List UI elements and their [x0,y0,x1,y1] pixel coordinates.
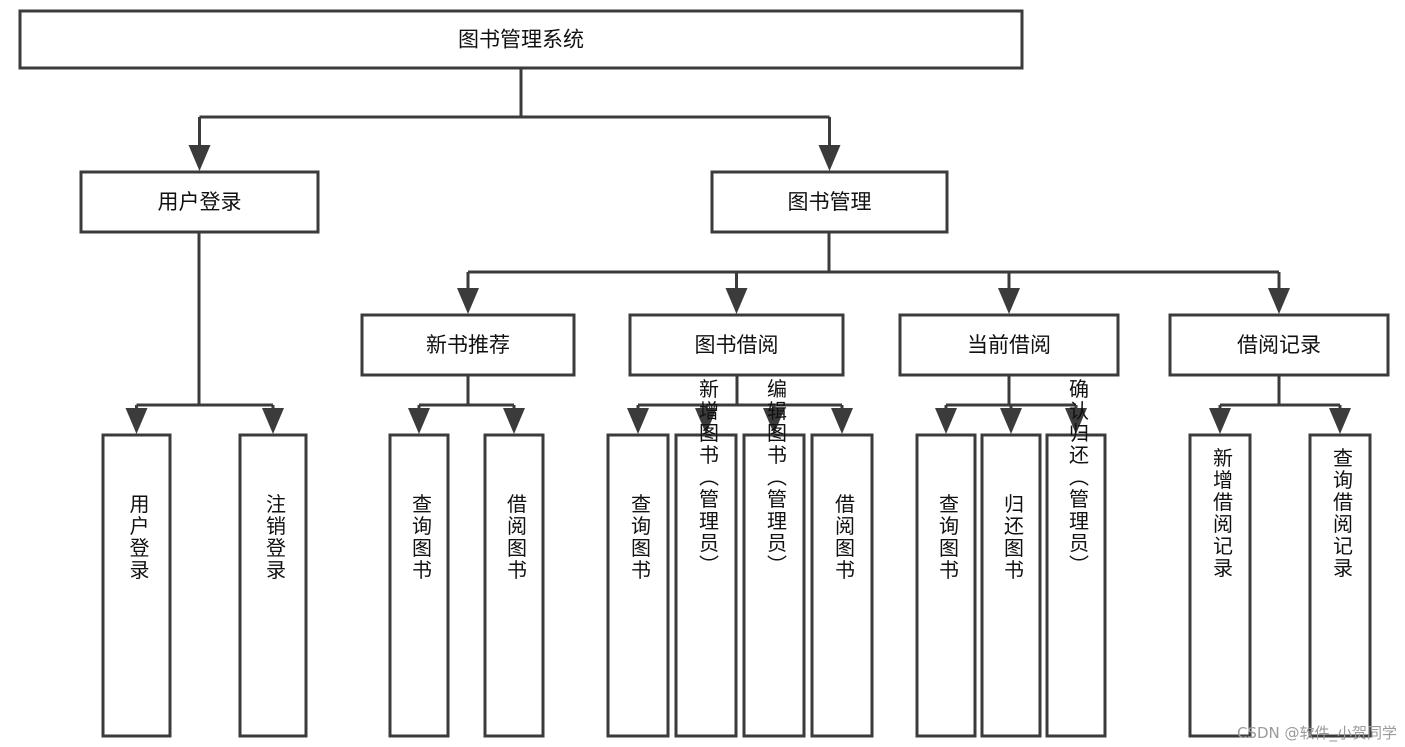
node-label: 新增借阅记录 [1210,447,1234,579]
connector-group [188,68,841,171]
node-label: 借阅图书 [832,493,856,581]
node-label: 图书管理 [788,190,872,214]
node-leaf-user-login[interactable]: 用户登录 [101,433,172,738]
node-box[interactable] [628,313,845,377]
node-box[interactable] [360,313,576,377]
node-box[interactable] [898,313,1120,377]
node-root[interactable]: 图书管理系统 [18,9,1024,70]
node-label: 注销登录 [263,493,287,581]
node-box[interactable] [1308,433,1372,738]
node-label: 查询图书 [936,493,960,581]
arrow-head-icon [1329,408,1351,434]
node-leaf-rec-add[interactable]: 新增借阅记录 [1188,433,1252,738]
node-leaf-cu-return[interactable]: 归还图书 [980,433,1042,738]
arrow-head-icon [262,408,284,434]
node-box[interactable] [710,170,949,234]
arrow-head-icon [408,408,430,434]
connector-group [1209,375,1351,434]
arrow-head-icon [818,145,841,171]
node-leaf-new-query[interactable]: 查询图书 [388,433,450,738]
connector-group [935,375,1087,434]
connector-group [627,375,853,434]
arrow-head-icon [188,145,211,171]
node-box[interactable] [1188,433,1252,738]
node-box[interactable] [238,433,308,738]
node-box[interactable] [388,433,450,738]
node-box[interactable] [1045,433,1107,738]
connector-group [457,232,1290,314]
node-box[interactable] [742,433,806,738]
node-label: 归还图书 [1001,493,1025,581]
node-label: 新书推荐 [426,333,510,357]
node-leaf-bo-edit[interactable]: 编辑图书（管理员） [742,378,806,738]
node-box[interactable] [18,9,1024,70]
node-leaf-bo-add[interactable]: 新增图书（管理员） [674,378,738,738]
node-current[interactable]: 当前借阅 [898,313,1120,377]
arrow-head-icon [1065,408,1087,434]
node-box[interactable] [1168,313,1390,377]
node-box[interactable] [674,433,738,738]
arrow-head-icon [1209,408,1231,434]
arrow-head-icon [998,288,1020,314]
arrow-head-icon [503,408,525,434]
node-leaf-cu-confirm[interactable]: 确认归还（管理员） [1045,378,1107,738]
arrow-head-icon [725,288,748,314]
node-label: 查询图书 [409,493,433,581]
arrow-head-icon [763,408,785,434]
node-label: 当前借阅 [967,333,1051,357]
node-leaf-bo-query[interactable]: 查询图书 [606,433,670,738]
node-label: 编辑图书（管理员） [764,378,788,576]
node-box[interactable] [101,433,172,738]
node-label: 借阅图书 [504,493,528,581]
node-label: 借阅记录 [1237,333,1321,357]
connector-layer [125,68,1351,434]
node-leaf-cu-query[interactable]: 查询图书 [915,433,977,738]
node-layer: 图书管理系统用户登录图书管理新书推荐图书借阅当前借阅借阅记录用户登录注销登录查询… [18,9,1390,738]
node-newbook[interactable]: 新书推荐 [360,313,576,377]
node-label: 用户登录 [126,494,150,582]
connector-group [408,375,525,434]
node-login[interactable]: 用户登录 [79,170,320,234]
node-box[interactable] [606,433,670,738]
node-box[interactable] [810,433,874,738]
node-label: 确认归还（管理员） [1066,378,1090,576]
node-borrow[interactable]: 图书借阅 [628,313,845,377]
node-bookmgmt[interactable]: 图书管理 [710,170,949,234]
connector-group [125,232,284,434]
node-box[interactable] [980,433,1042,738]
node-records[interactable]: 借阅记录 [1168,313,1390,377]
node-label: 图书借阅 [695,333,779,357]
node-leaf-rec-query[interactable]: 查询借阅记录 [1308,433,1372,738]
arrow-head-icon [1268,288,1290,314]
node-leaf-bo-borrow[interactable]: 借阅图书 [810,433,874,738]
node-box[interactable] [79,170,320,234]
node-label: 图书管理系统 [458,28,584,52]
node-label: 查询图书 [628,493,652,581]
arrow-head-icon [935,408,957,434]
arrow-head-icon [1000,408,1022,434]
node-box[interactable] [483,433,545,738]
node-label: 查询借阅记录 [1330,447,1354,579]
arrow-head-icon [457,288,479,314]
arrow-head-icon [695,408,717,434]
node-leaf-new-borrow[interactable]: 借阅图书 [483,433,545,738]
node-leaf-user-logout[interactable]: 注销登录 [238,433,308,738]
node-box[interactable] [915,433,977,738]
node-label: 用户登录 [158,190,242,214]
arrow-head-icon [125,408,148,434]
arrow-head-icon [627,408,649,434]
arrow-head-icon [831,408,853,434]
node-label: 新增图书（管理员） [696,378,720,576]
